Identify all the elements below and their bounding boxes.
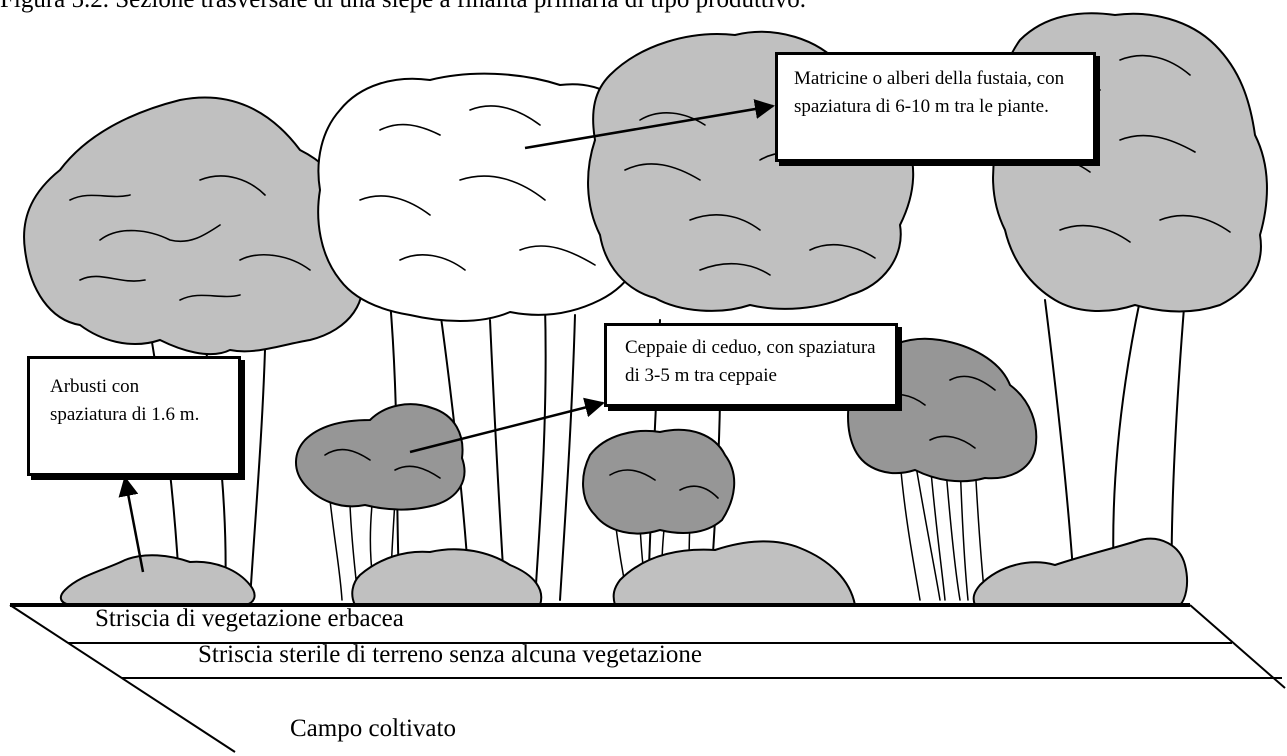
callout-ceppaie-text: Ceppaie di ceduo, con spaziatura di 3-5 … — [625, 337, 876, 386]
callout-arbusti-text: Arbusti con spaziatura di 1.6 m. — [50, 376, 199, 425]
coppice-stool-left — [296, 404, 464, 509]
strip-label-campo: Campo coltivato — [290, 715, 456, 743]
callout-arbusti: Arbusti con spaziatura di 1.6 m. — [27, 356, 241, 476]
coppice-stool-center — [583, 430, 734, 534]
callout-ceppaie: Ceppaie di ceduo, con spaziatura di 3-5 … — [604, 323, 898, 407]
shrub-right — [974, 539, 1187, 605]
strip-label-erbacea: Striscia di vegetazione erbacea — [95, 605, 404, 633]
canopy-left — [24, 97, 363, 354]
shrub-center-left — [352, 549, 541, 605]
callout-matricine: Matricine o alberi della fustaia, con sp… — [775, 52, 1096, 162]
figure-caption: Figura 5.2. Sezione trasversale di una s… — [0, 0, 806, 14]
callout-matricine-text: Matricine o alberi della fustaia, con sp… — [794, 68, 1064, 117]
strip-right-edge — [1190, 605, 1285, 688]
strip-label-sterile: Striscia sterile di terreno senza alcuna… — [198, 641, 702, 669]
